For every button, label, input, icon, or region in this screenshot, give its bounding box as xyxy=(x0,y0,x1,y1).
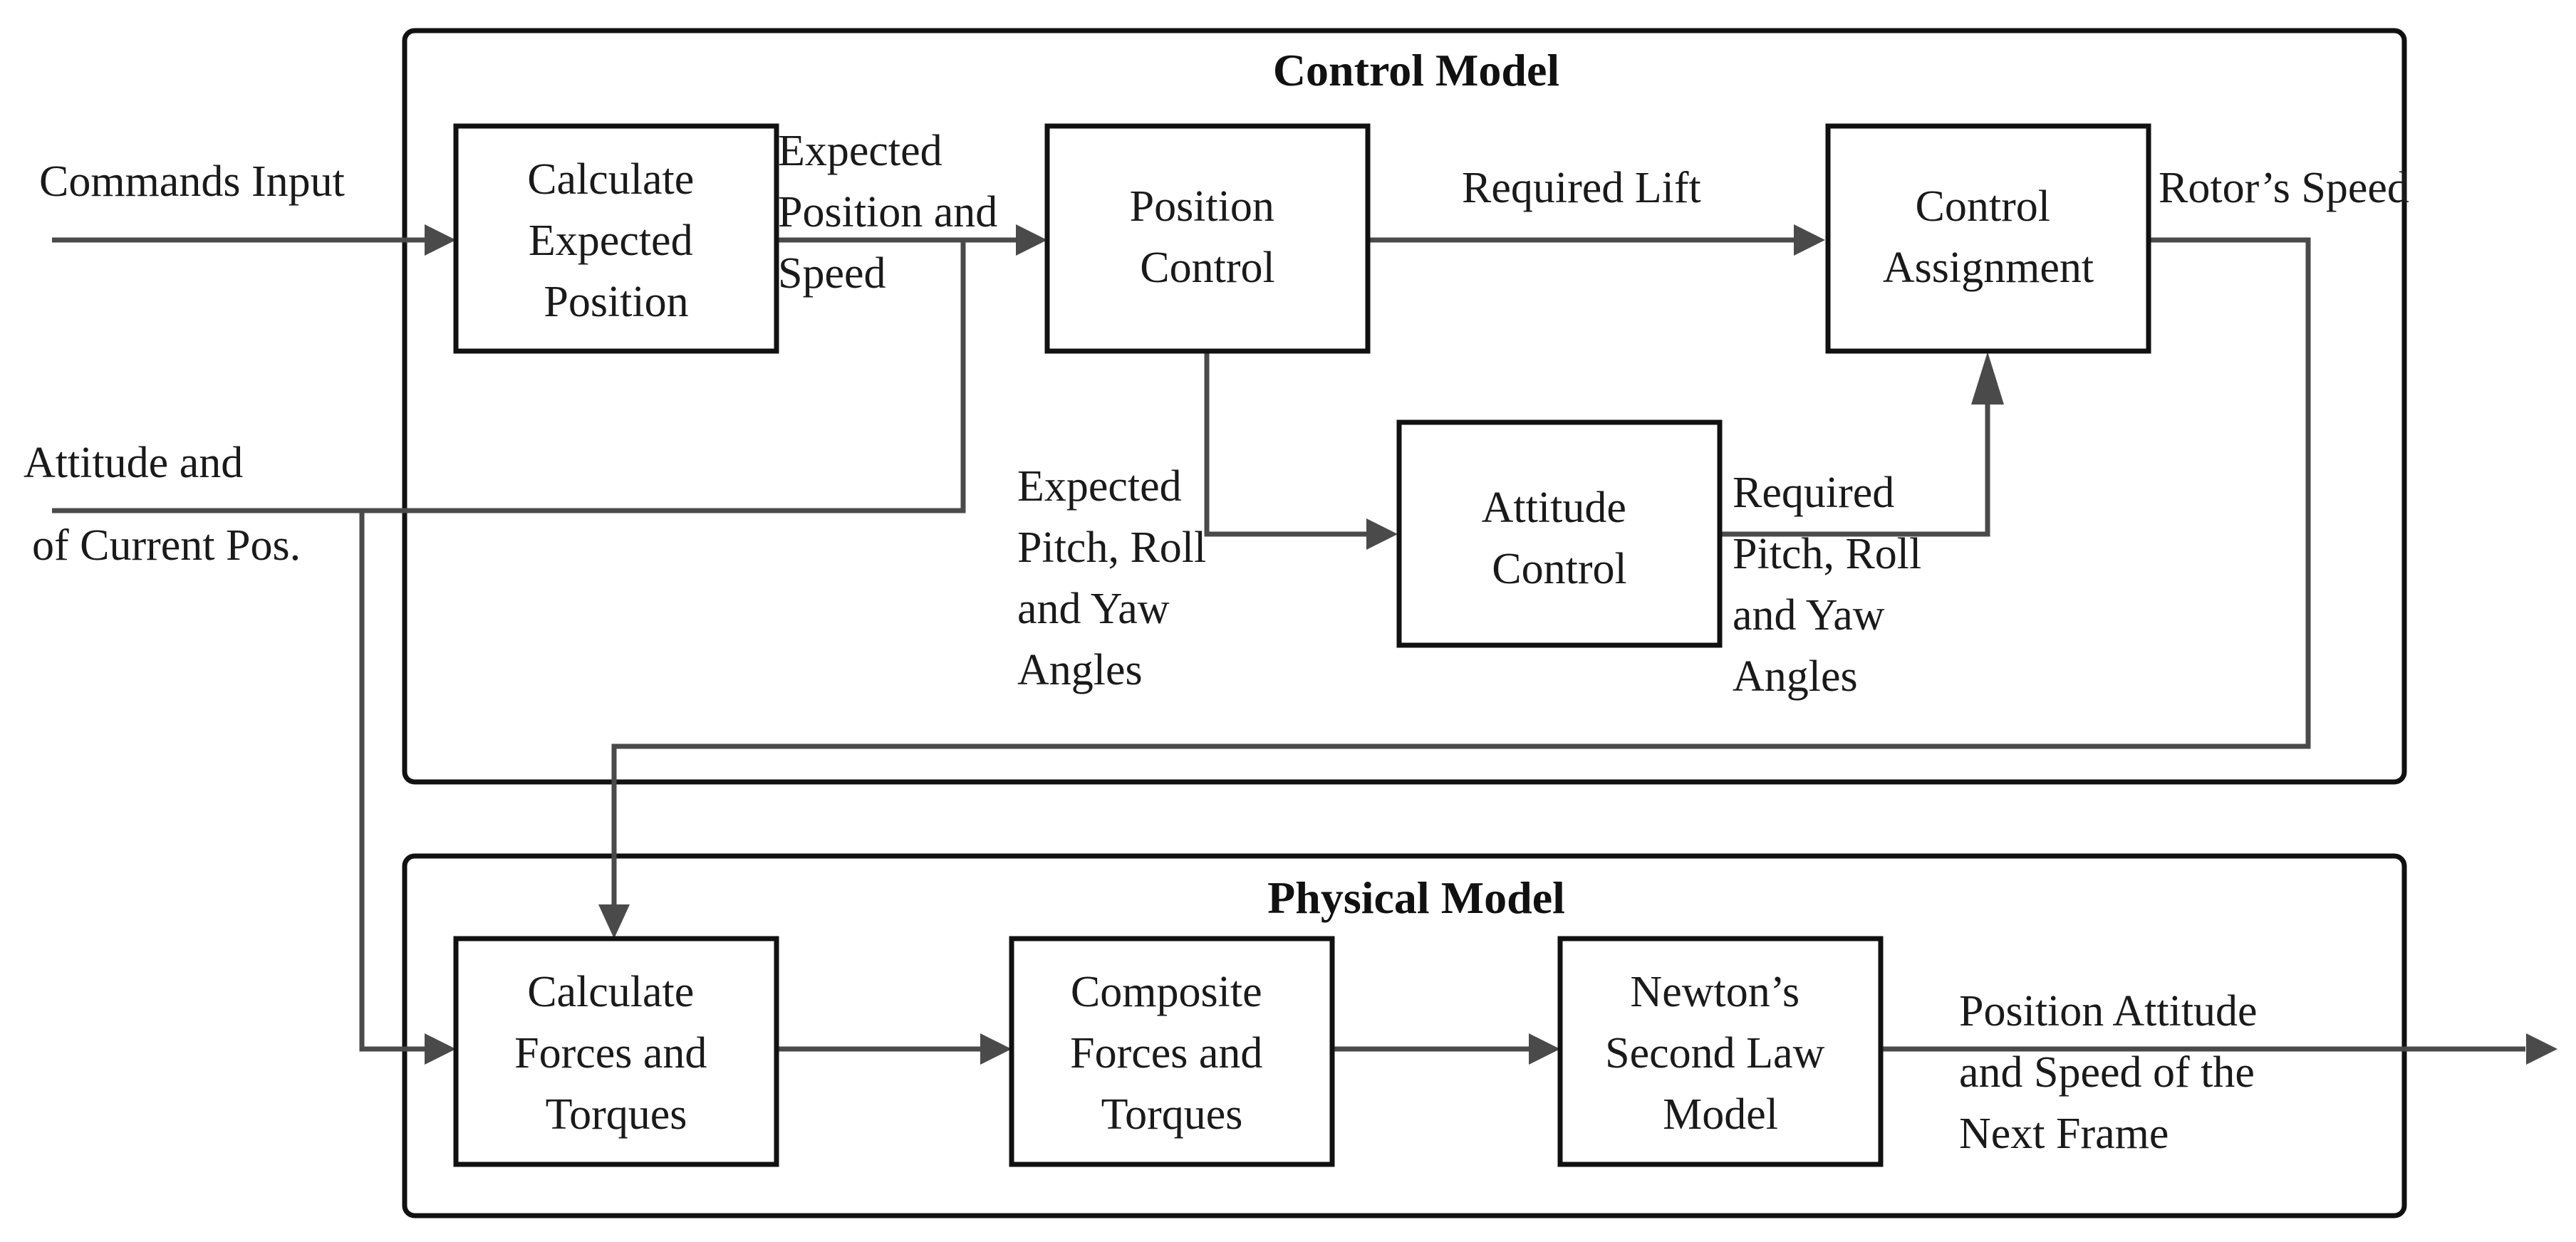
signal-expected-position-speed: Expected Position and Speed xyxy=(778,127,1009,298)
signal-line: and Yaw xyxy=(1017,585,1170,633)
control-model-frame xyxy=(402,28,2407,785)
block-line: Control xyxy=(1916,182,2050,231)
block-line: Forces and xyxy=(1070,1029,1262,1077)
arrowhead-forces-composite xyxy=(980,1033,1012,1065)
arrowhead-expected-pos xyxy=(1016,224,1047,256)
block-frame xyxy=(1557,936,1884,1167)
wire-expected-angles xyxy=(1204,352,1369,537)
signal-line: Angles xyxy=(1017,646,1143,694)
block-label: Attitude Control xyxy=(1482,484,1638,593)
signal-line: Commands Input xyxy=(39,157,345,206)
wire-required-angles xyxy=(1718,381,1990,537)
signal-line: Expected xyxy=(1017,462,1182,511)
signal-next-frame-output: Position Attitude and Speed of the Next … xyxy=(1959,987,2268,1158)
block-line: Attitude xyxy=(1482,484,1626,532)
signal-required-angles: Required Pitch, Roll and Yaw Angles xyxy=(1733,469,1933,701)
arrowhead-required-angles xyxy=(1971,352,2004,405)
signal-line: Required xyxy=(1733,469,1894,517)
connectors xyxy=(52,224,2557,1065)
control-model-title: Control Model xyxy=(1273,45,1559,95)
arrowhead-expected-angles xyxy=(1366,518,1398,550)
signal-line: Pitch, Roll xyxy=(1017,523,1206,572)
arrowhead-required-lift xyxy=(1794,224,1825,256)
block-line: Second Law xyxy=(1605,1029,1824,1077)
signal-line: Required Lift xyxy=(1462,164,1701,212)
block-frame xyxy=(1396,419,1723,648)
wire-attitude-current-to-control xyxy=(52,240,966,513)
block-frame xyxy=(1009,936,1335,1167)
block-line: Model xyxy=(1663,1090,1778,1139)
signal-rotor-speed: Rotor’s Speed xyxy=(2159,164,2409,212)
block-line: Position xyxy=(1130,182,1274,231)
signal-line: and Speed of the xyxy=(1959,1048,2255,1097)
signal-line: Position and xyxy=(778,188,997,236)
block-label: Calculate Expected Position xyxy=(527,155,705,326)
signal-line: of Current Pos. xyxy=(32,521,301,570)
block-label: Composite Forces and Torques xyxy=(1070,968,1274,1139)
signal-line: Expected xyxy=(778,127,942,175)
block-frame xyxy=(1825,123,2151,354)
block-line: Control xyxy=(1140,244,1274,292)
block-label: Control Assignment xyxy=(1883,182,2094,292)
signal-line: Pitch, Roll xyxy=(1733,530,1921,578)
block-frame xyxy=(453,123,779,354)
block-line: Newton’s xyxy=(1630,968,1799,1016)
block-line: Composite xyxy=(1071,968,1262,1016)
signal-attitude-current-position: Attitude and of Current Pos. xyxy=(24,439,301,570)
wire-attitude-current-to-forces xyxy=(359,511,427,1052)
signal-line: Angles xyxy=(1733,652,1858,701)
arrowhead-attitude-forces xyxy=(425,1033,456,1065)
block-newton-second-law: Newton’s Second Law Model xyxy=(1557,936,1884,1167)
block-calculate-forces-torques: Calculate Forces and Torques xyxy=(453,936,779,1167)
block-line: Calculate xyxy=(527,155,694,204)
signal-line: Position Attitude xyxy=(1959,987,2258,1035)
signal-line: Next Frame xyxy=(1959,1110,2169,1158)
block-label: Calculate Forces and Torques xyxy=(514,968,718,1139)
signal-line: Rotor’s Speed xyxy=(2159,164,2409,212)
block-line: Torques xyxy=(546,1090,687,1139)
block-line: Control xyxy=(1492,545,1626,593)
signal-line: Attitude and xyxy=(24,439,243,487)
block-label: Position Control xyxy=(1130,182,1286,292)
physical-model-title: Physical Model xyxy=(1267,872,1565,923)
arrowhead-rotor-speed xyxy=(598,904,630,939)
physical-model-frame xyxy=(402,853,2407,1218)
block-composite-forces-torques: Composite Forces and Torques xyxy=(1009,936,1335,1167)
block-line: Forces and xyxy=(514,1029,707,1077)
block-frame xyxy=(1044,123,1371,354)
block-line: Assignment xyxy=(1883,244,2094,292)
signal-expected-angles: Expected Pitch, Roll and Yaw Angles xyxy=(1017,462,1217,694)
arrowhead-output xyxy=(2526,1033,2557,1065)
wire-rotor-speed xyxy=(611,237,2311,908)
block-label: Newton’s Second Law Model xyxy=(1605,968,1836,1139)
block-line: Torques xyxy=(1101,1090,1243,1139)
block-frame xyxy=(453,936,779,1167)
arrowhead-composite-newton xyxy=(1529,1033,1560,1065)
arrowhead-commands xyxy=(425,224,456,256)
signal-commands-input: Commands Input xyxy=(39,157,345,206)
block-attitude-control: Attitude Control xyxy=(1396,419,1723,648)
signal-line: and Yaw xyxy=(1733,591,1885,640)
block-line: Calculate xyxy=(527,968,694,1016)
signal-line: Speed xyxy=(778,249,886,298)
block-line: Position xyxy=(544,278,688,326)
block-control-assignment: Control Assignment xyxy=(1825,123,2151,354)
block-calculate-expected-position: Calculate Expected Position xyxy=(453,123,779,354)
block-position-control: Position Control xyxy=(1044,123,1371,354)
block-line: Expected xyxy=(529,216,693,265)
signal-required-lift: Required Lift xyxy=(1462,164,1701,212)
